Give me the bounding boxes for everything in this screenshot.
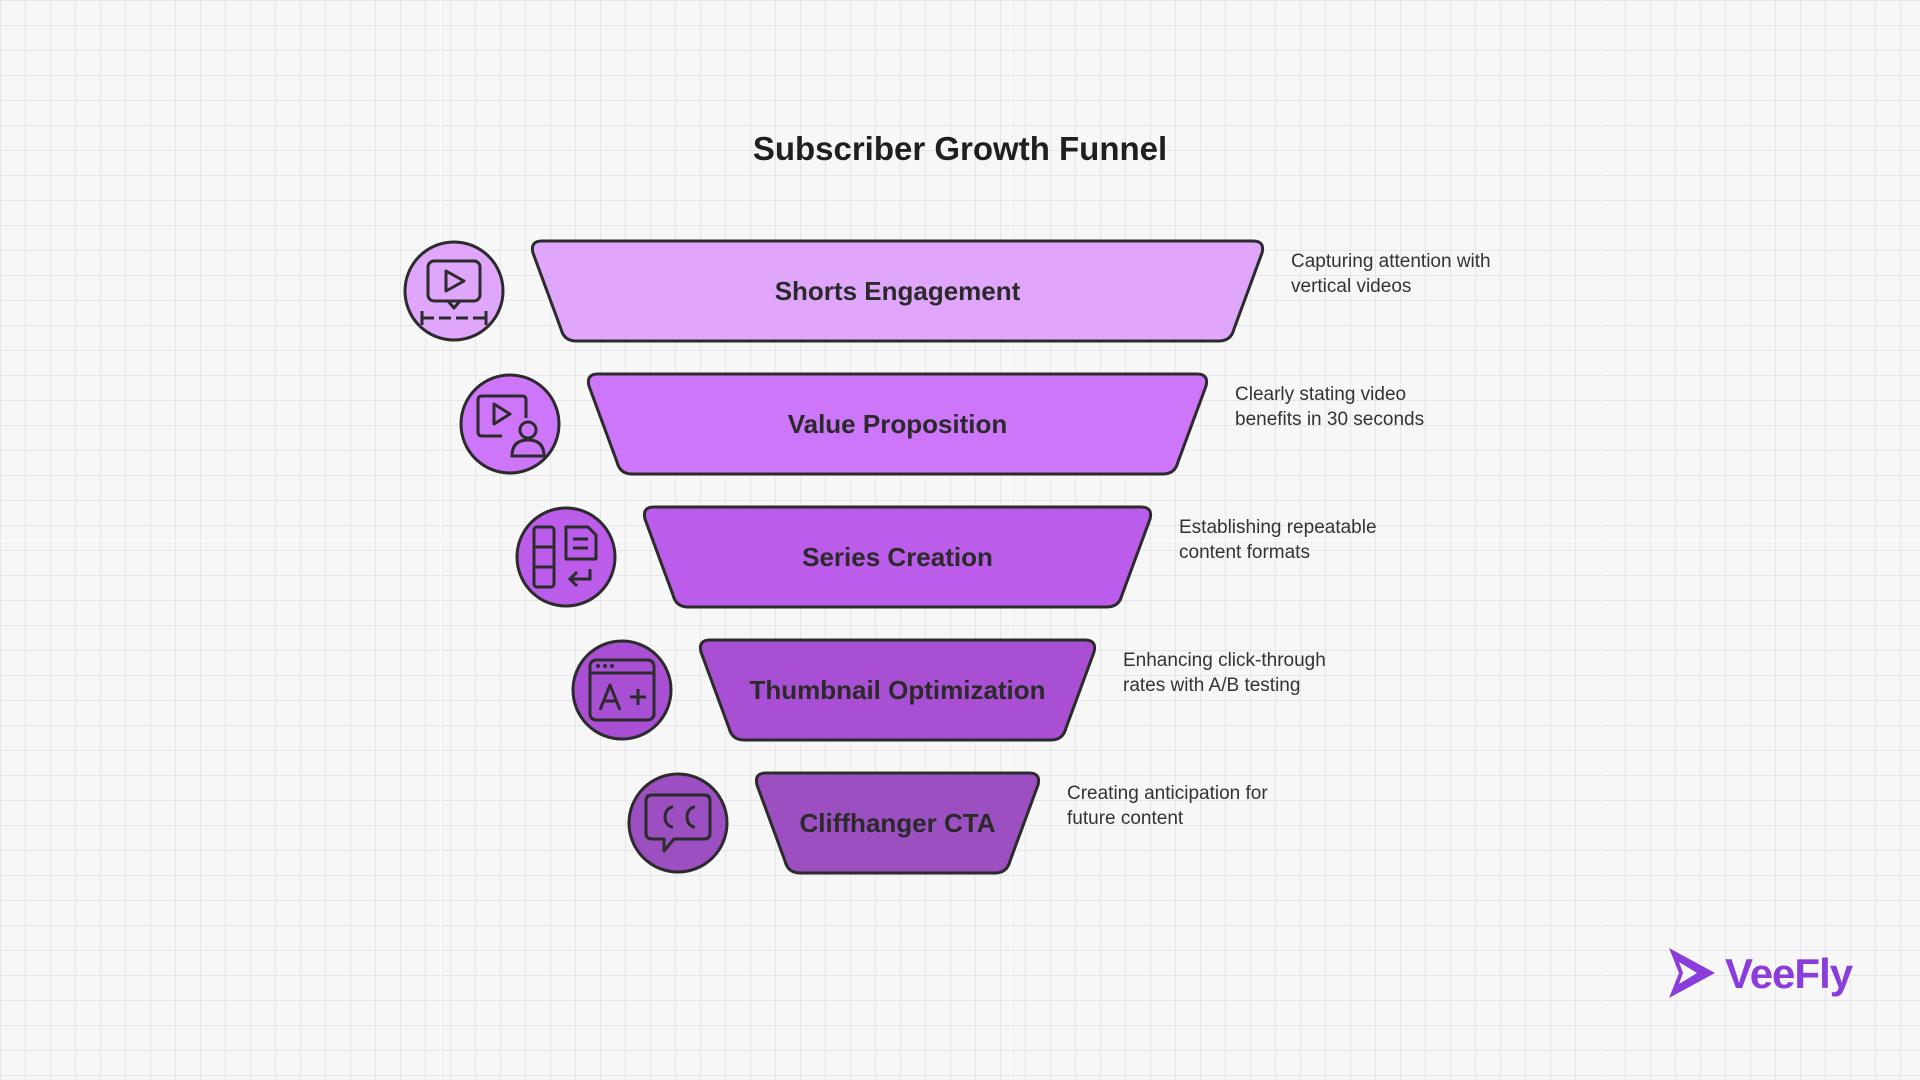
- funnel-segment: [754, 771, 1041, 875]
- description-line: Enhancing click-through: [1123, 650, 1326, 671]
- description-line: Creating anticipation for: [1067, 783, 1268, 804]
- description-line: vertical videos: [1291, 276, 1412, 297]
- page-title: Subscriber Growth Funnel: [752, 130, 1168, 167]
- funnel-stage-series-creation: Series Creation: [515, 505, 1153, 609]
- stage-label: Thumbnail Optimization: [749, 675, 1045, 705]
- stage-label: Value Proposition: [788, 409, 1008, 439]
- funnel-stage-shorts-engagement: Shorts Engagement: [403, 239, 1265, 343]
- description-line: Clearly stating video: [1235, 384, 1407, 405]
- funnel-segment: [642, 505, 1153, 609]
- stage-icon-badge: [459, 373, 561, 475]
- stage-description: Establishing repeatable content formats: [1179, 515, 1439, 565]
- description-line: Establishing repeatable: [1179, 517, 1377, 538]
- stage-description: Creating anticipation for future content: [1067, 781, 1327, 831]
- description-line: content formats: [1179, 542, 1310, 563]
- stage-icon-badge: [627, 772, 729, 874]
- description-line: rates with A/B testing: [1123, 675, 1301, 696]
- stage-description: Enhancing click-through rates with A/B te…: [1123, 648, 1383, 698]
- funnel-stage-cliffhanger-cta: Cliffhanger CTA: [627, 771, 1041, 875]
- stage-description: Capturing attention with vertical videos: [1291, 249, 1551, 299]
- veefly-logo-mark: [1669, 948, 1715, 998]
- funnel-segment: [698, 638, 1097, 742]
- description-line: Capturing attention with: [1291, 251, 1491, 272]
- stage-label: Shorts Engagement: [775, 276, 1021, 306]
- stage-icon-badge: [571, 639, 673, 741]
- logo-text: VeeFly: [1725, 950, 1853, 997]
- description-line: future content: [1067, 808, 1184, 829]
- funnel-stage-value-proposition: Value Proposition: [459, 372, 1209, 476]
- funnel-segment: [586, 372, 1209, 476]
- veefly-logo: VeeFly: [1665, 942, 1865, 1004]
- funnel-stage-thumbnail-optimization: Thumbnail Optimization: [571, 638, 1097, 742]
- description-line: benefits in 30 seconds: [1235, 409, 1425, 430]
- funnel-segment: [530, 239, 1265, 343]
- stage-label: Series Creation: [802, 542, 993, 572]
- stage-description: Clearly stating video benefits in 30 seco…: [1235, 382, 1495, 432]
- stage-icon-badge: [403, 240, 505, 342]
- stage-label: Cliffhanger CTA: [800, 808, 996, 838]
